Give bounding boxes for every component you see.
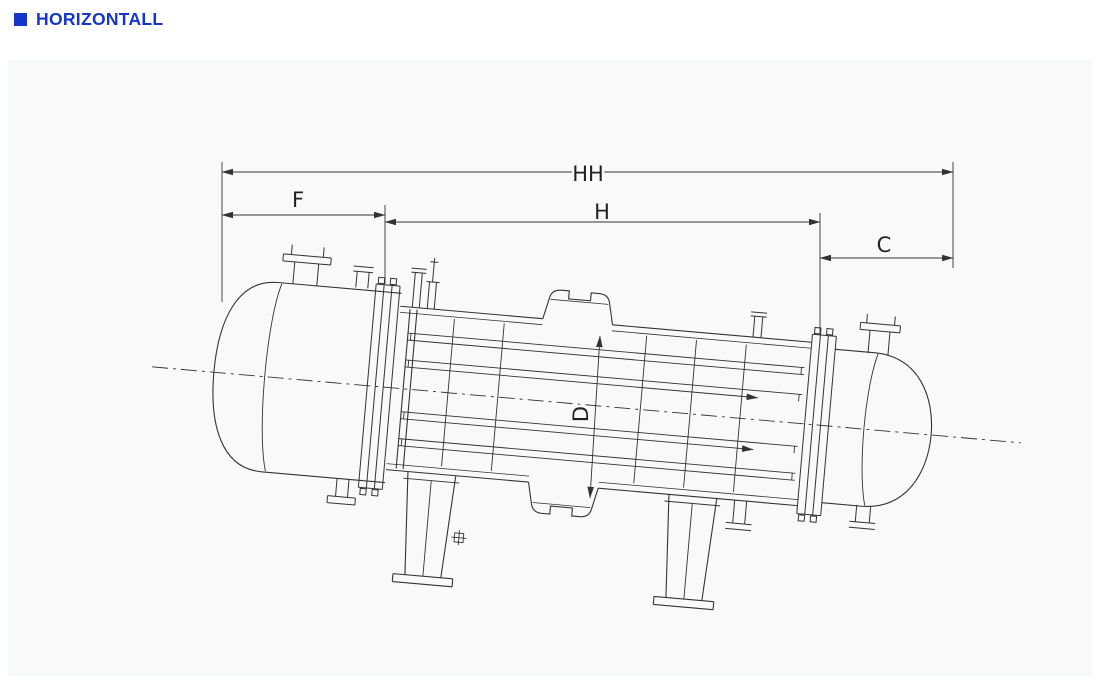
saddle-support-right <box>652 494 721 611</box>
right-girth-flange <box>796 326 837 523</box>
bullet-square-icon <box>14 13 27 26</box>
left-head-top-nozzle <box>282 244 332 286</box>
channel-vent-stub <box>353 265 374 289</box>
dimension-lines <box>221 162 954 499</box>
vessel-assembly <box>152 244 1021 611</box>
saddle-support-left <box>391 471 460 588</box>
left-girth-flange <box>357 276 401 497</box>
right-head-top-nozzle <box>859 313 902 355</box>
shell <box>385 305 812 507</box>
baffle-plates <box>441 318 747 493</box>
dim-label-c: C <box>877 233 892 257</box>
shell-top-stubs <box>411 258 768 338</box>
shell-drain-nozzle <box>725 500 752 532</box>
dim-label-hh: HH <box>572 162 604 186</box>
vessel-centerline <box>152 366 1021 444</box>
section-title: HORIZONTALL <box>36 9 164 29</box>
dim-label-d: D <box>569 406 593 422</box>
left-head <box>212 281 402 484</box>
right-head <box>821 348 933 507</box>
section-header: HORIZONTALL <box>14 9 163 30</box>
dim-label-f: F <box>292 188 304 212</box>
dim-line-d <box>587 335 603 499</box>
channel-drain-nozzle <box>326 478 356 506</box>
right-head-drain-stub <box>848 504 876 530</box>
dim-label-h: H <box>594 200 610 224</box>
earthing-lug <box>451 530 467 546</box>
drawing-panel <box>8 60 1092 676</box>
expansion-joint <box>527 289 614 518</box>
